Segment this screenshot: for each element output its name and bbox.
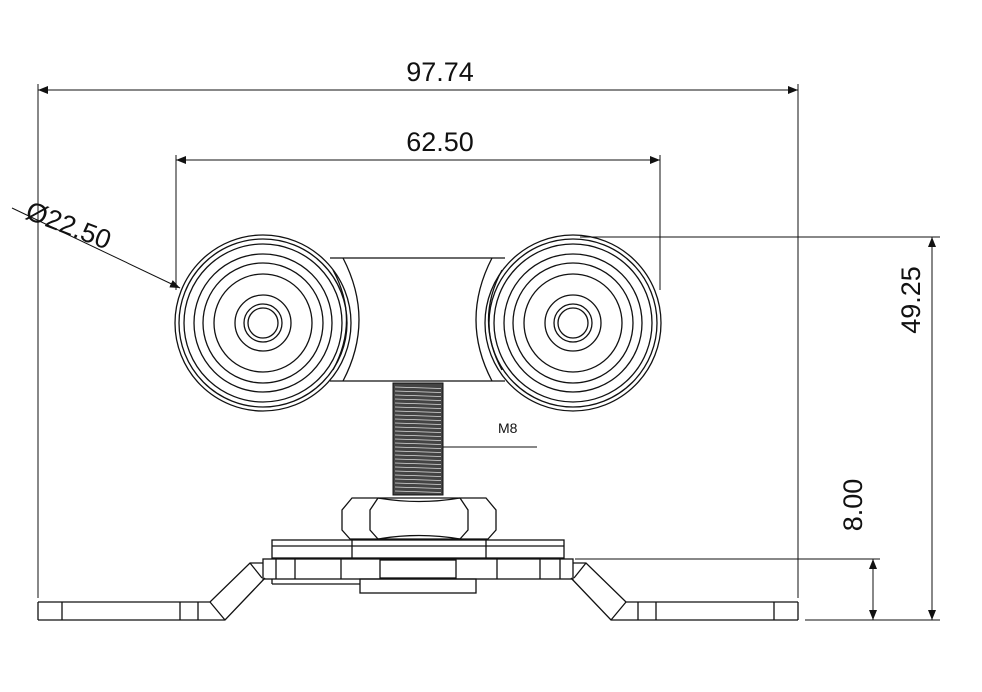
right-wheel bbox=[484, 234, 662, 412]
threaded-stud: M8 bbox=[392, 382, 537, 496]
roller-body bbox=[330, 257, 505, 382]
dimension-base-height: 8.00 bbox=[575, 479, 880, 620]
thread-label: M8 bbox=[498, 420, 518, 436]
thread-line bbox=[394, 466, 442, 469]
thread-line bbox=[394, 458, 442, 461]
thread-line bbox=[394, 406, 442, 409]
thread-line bbox=[394, 386, 442, 389]
thread-line bbox=[394, 446, 442, 449]
dimension-wheel-diameter: Ø22.50 bbox=[11, 196, 181, 289]
thread-line bbox=[394, 442, 442, 445]
thread-line bbox=[394, 478, 442, 481]
thread-line bbox=[394, 438, 442, 441]
wheel-span-label: 62.50 bbox=[406, 127, 474, 157]
thread-line bbox=[394, 470, 442, 473]
thread-line bbox=[394, 418, 442, 421]
thread-line bbox=[394, 390, 442, 393]
thread-line bbox=[394, 486, 442, 489]
dimension-overall-width: 97.74 bbox=[37, 57, 799, 598]
base-bracket bbox=[37, 562, 799, 621]
left-wheel bbox=[174, 234, 352, 412]
thread-line bbox=[394, 410, 442, 413]
thread-line bbox=[394, 450, 442, 453]
mounting-plate bbox=[262, 539, 574, 594]
overall-height-label: 49.25 bbox=[896, 266, 926, 334]
base-height-label: 8.00 bbox=[838, 479, 868, 532]
dimension-overall-height: 49.25 bbox=[580, 236, 940, 621]
thread-line bbox=[394, 490, 442, 493]
thread-line bbox=[394, 394, 442, 397]
thread-line bbox=[394, 422, 442, 425]
thread-line bbox=[394, 402, 442, 405]
thread-line bbox=[394, 414, 442, 417]
thread-line bbox=[394, 430, 442, 433]
dimension-wheel-span: 62.50 bbox=[175, 127, 661, 290]
overall-width-label: 97.74 bbox=[406, 57, 474, 87]
thread-line bbox=[394, 462, 442, 465]
thread-line bbox=[394, 474, 442, 477]
thread-line bbox=[394, 454, 442, 457]
hex-nut bbox=[341, 497, 497, 540]
thread-line bbox=[394, 398, 442, 401]
thread-line bbox=[394, 482, 442, 485]
thread-line bbox=[394, 426, 442, 429]
thread-line bbox=[394, 434, 442, 437]
wheel-diameter-label: Ø22.50 bbox=[22, 196, 115, 256]
